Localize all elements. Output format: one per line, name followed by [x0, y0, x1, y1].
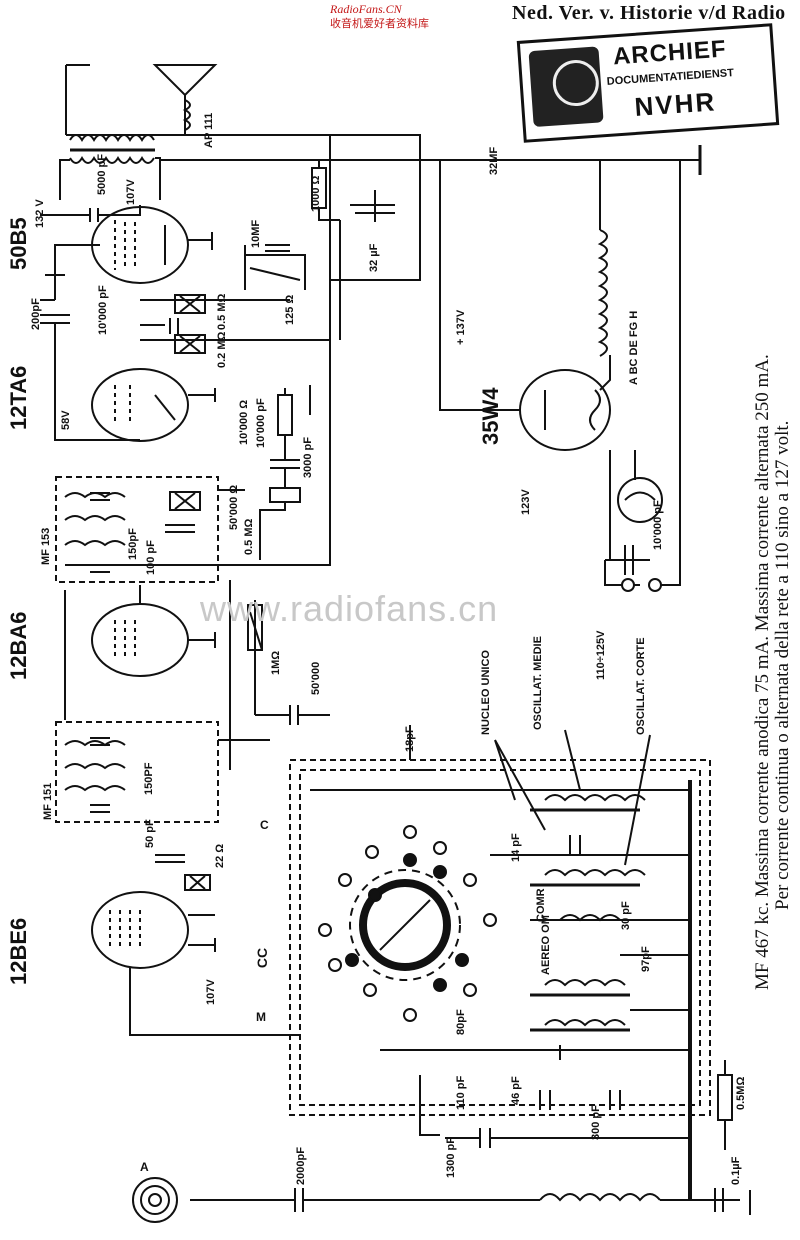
- tube-label-12be6: 12BE6: [6, 917, 31, 985]
- watermark-center: www.radiofans.cn: [200, 588, 499, 629]
- label-10mf: 10MF: [250, 219, 262, 248]
- label-3000pf: 3000 pF: [302, 437, 314, 478]
- label-14pf: 14 pF: [510, 833, 522, 862]
- label-10000pf-a: 10'000 pF: [97, 285, 109, 335]
- note-line-2: Per corrente continua o alternata della …: [772, 420, 793, 910]
- tube-label-12ta6: 12TA6: [6, 365, 31, 430]
- label-300pf: 300 pF: [590, 1105, 602, 1140]
- label-01uf: 0.1µF: [730, 1156, 742, 1185]
- label-2000pf: 2000pF: [295, 1147, 307, 1185]
- label-110-125v: 110÷125V: [595, 630, 607, 680]
- label-1000ohm: 1000 Ω: [310, 175, 322, 212]
- label-22ohm: 22 Ω: [214, 843, 226, 868]
- tube-label-50b5: 50B5: [6, 217, 31, 270]
- label-10000pf-b: 10'000 pF: [255, 398, 267, 448]
- label-123v: 123V: [520, 489, 532, 515]
- archive-header: Ned. Ver. v. Historie v/d Radio: [512, 2, 786, 24]
- label-cc: CC: [254, 947, 271, 969]
- label-05mohm: 0.5 MΩ: [216, 293, 228, 330]
- label-antenna-a: A: [140, 1160, 149, 1174]
- label-05mohm-b: 0.5MΩ: [735, 1076, 747, 1110]
- label-10000ohm: 10'000 Ω: [238, 399, 250, 445]
- label-taps: A BC DE FG H: [628, 310, 640, 385]
- label-1mohm: 1MΩ: [270, 650, 282, 675]
- label-32uf: 32 µF: [368, 243, 380, 272]
- tube-label-35w4: 35W4: [478, 387, 503, 445]
- label-02mohm: 0.2 MΩ: [216, 331, 228, 368]
- label-32mf: 32MF: [488, 146, 500, 175]
- label-30pf: 30 pF: [620, 901, 632, 930]
- label-osc-medie: OSCILLAT. MEDIE: [532, 636, 544, 730]
- note-line-1: MF 467 kc. Massima corrente anodica 75 m…: [752, 354, 773, 990]
- label-mf153: MF 153: [40, 527, 52, 565]
- label-150pf-a: 150pF: [127, 528, 139, 560]
- label-mf151: MF 151: [42, 782, 54, 820]
- label-137v: + 137V: [455, 309, 467, 345]
- watermark-radiofans-chinese: 收音机爱好者资料库: [330, 18, 429, 30]
- label-osc-corte: OSCILLAT. CORTE: [635, 637, 647, 735]
- label-pot-05mohm: 0.5 MΩ: [243, 518, 255, 555]
- label-150pf-b: 150PF: [143, 762, 155, 795]
- label-107v-b: 107V: [205, 979, 217, 1005]
- watermark-radiofans: RadioFans.CN: [330, 2, 402, 16]
- label-c: C: [260, 818, 269, 832]
- label-1300pf: 1300 pF: [445, 1137, 457, 1178]
- label-125ohm: 125 Ω: [284, 294, 296, 325]
- label-18pf: 18pF: [404, 726, 416, 752]
- label-50000: 50'000: [310, 661, 322, 695]
- label-58v: 58V: [60, 410, 72, 430]
- label-97pf: 97pF: [640, 946, 652, 972]
- label-107v-a: 107V: [125, 179, 137, 205]
- label-100pf: 100 pF: [145, 540, 157, 575]
- label-132v: 132 V: [34, 199, 46, 228]
- label-50pf: 50 pF: [144, 819, 156, 848]
- tube-label-12ba6: 12BA6: [6, 611, 31, 680]
- label-200pf: 200pF: [30, 298, 42, 330]
- label-110pf: 110 pF: [455, 1075, 467, 1110]
- label-10000pf-c: 10'000 pF: [652, 500, 664, 550]
- label-46pf: 46 pF: [510, 1076, 522, 1105]
- label-50000ohm: 50'000 Ω: [228, 484, 240, 530]
- label-5000pf: 5000 pF: [96, 154, 108, 195]
- label-m: M: [256, 1010, 266, 1024]
- label-nucleo-unico: NUCLEO UNICO: [480, 650, 492, 735]
- label-ap111: AP 111: [203, 112, 215, 148]
- label-aereo-om: AEREO OM: [540, 915, 552, 975]
- label-80pf: 80pF: [455, 1009, 467, 1035]
